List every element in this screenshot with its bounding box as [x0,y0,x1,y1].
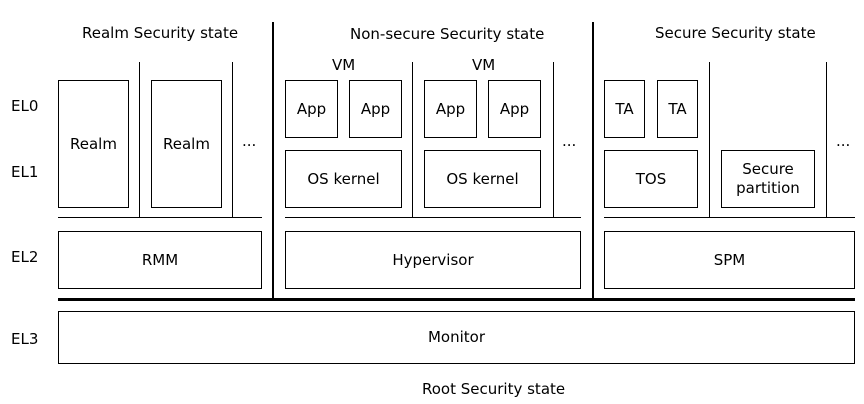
vm-partition-divider [553,62,554,218]
tos-box: TOS [604,150,698,208]
el3-label: EL3 [11,330,39,348]
root-state-title: Root Security state [422,380,566,398]
os-kernel-1-label: OS kernel [307,169,380,188]
os-kernel-box-1: OS kernel [285,150,402,208]
secure-partition-divider [826,62,827,218]
secure-partition-label: Secure partition [736,160,800,197]
secure-partition-divider [709,62,710,218]
monitor-label: Monitor [427,328,486,346]
secure-state-title: Secure Security state [655,24,816,42]
rmm-label: RMM [141,250,179,269]
nonsecure-state-title: Non-secure Security state [350,25,545,43]
vm-label-2: VM [472,56,496,74]
vm-partition-divider [412,62,413,218]
realm-nonsecure-divider [272,22,274,299]
nonsecure-ellipsis: ... [562,132,577,150]
el3-divider [58,298,855,301]
realm-state-title: Realm Security state [82,24,239,42]
nonsecure-el1-baseline [285,217,581,218]
os-kernel-box-2: OS kernel [424,150,541,208]
monitor-box: Monitor [58,311,855,364]
app-box-2: App [349,80,402,138]
realm-box-2-label: Realm [163,134,210,153]
realm-ellipsis: ... [242,132,257,150]
realm-box-2: Realm [151,80,222,208]
os-kernel-2-label: OS kernel [446,169,519,188]
ta-box-2-label: TA [668,99,687,118]
el1-label: EL1 [11,163,39,181]
secure-ellipsis: ... [836,132,851,150]
spm-label: SPM [713,250,746,269]
realm-partition-divider [232,62,233,218]
realm-partition-divider [139,62,140,218]
app-box-4: App [488,80,541,138]
tos-label: TOS [635,169,667,188]
app-box-4-label: App [499,99,530,118]
spm-box: SPM [604,231,855,289]
ta-box-2: TA [657,80,698,138]
vm-label-1: VM [332,56,356,74]
realm-box-1-label: Realm [70,134,117,153]
secure-partition-box: Secure partition [721,150,815,208]
secure-el1-baseline [604,217,855,218]
app-box-3: App [424,80,477,138]
realm-box-1: Realm [58,80,129,208]
app-box-1-label: App [296,99,327,118]
el0-label: EL0 [11,97,39,115]
el2-label: EL2 [11,248,39,266]
realm-el1-baseline [58,217,262,218]
app-box-2-label: App [360,99,391,118]
app-box-1: App [285,80,338,138]
ta-box-1: TA [604,80,645,138]
rmm-box: RMM [58,231,262,289]
ta-box-1-label: TA [615,99,634,118]
hypervisor-label: Hypervisor [392,250,474,269]
nonsecure-secure-divider [592,22,594,299]
hypervisor-box: Hypervisor [285,231,581,289]
app-box-3-label: App [435,99,466,118]
